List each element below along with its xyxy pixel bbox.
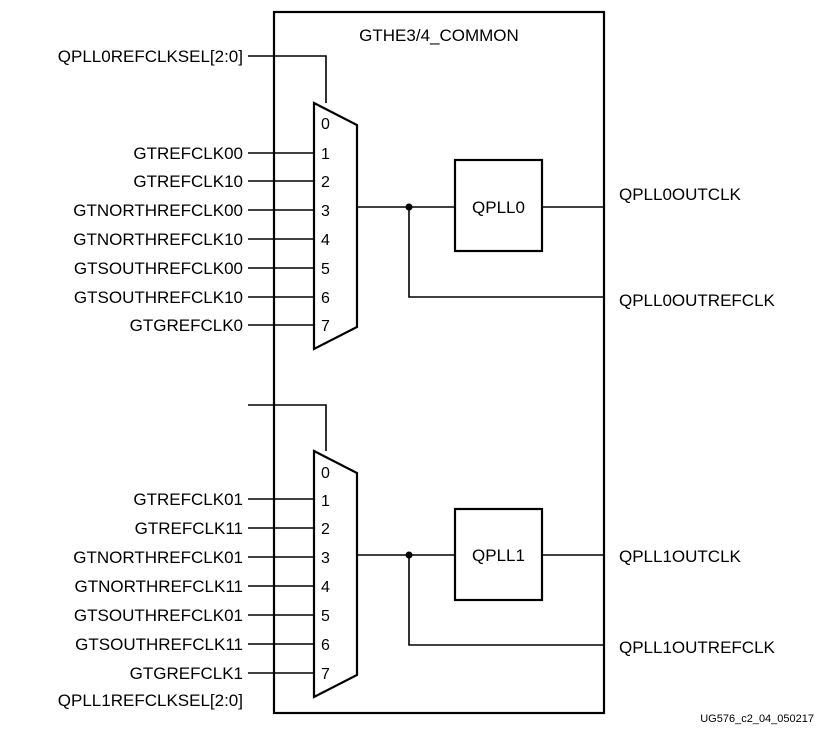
qpll0-block [453,158,544,253]
qpll0-mux-pin-6: 6 [321,290,330,307]
qpll0-mux-pin-7: 7 [321,318,330,335]
qpll1-input-label: GTSOUTHREFCLK11 [75,635,243,654]
qpll0-mux-pin-5: 5 [321,261,330,278]
qpll0-refclksel-label: QPLL0REFCLKSEL[2:0] [58,47,243,66]
qpll0-input-label: GTNORTHREFCLK10 [73,230,243,249]
qpll0-mux-pin-0: 0 [321,116,330,133]
qpll1-input-label: GTNORTHREFCLK11 [75,577,243,596]
qpll1-mux-pin-6: 6 [321,637,330,654]
qpll1-mux-pin-7: 7 [321,666,330,683]
qpll1-mux-pin-3: 3 [321,550,330,567]
qpll0-block-label: QPLL0 [472,198,525,217]
qpll1-input-label: GTNORTHREFCLK01 [73,548,243,567]
qpll1-mux-pin-5: 5 [321,608,330,625]
qpll1-mux-pin-2: 2 [321,521,330,538]
qpll0-input-label: GTREFCLK00 [133,144,243,163]
qpll1-mux-pin-0: 0 [321,465,330,482]
qpll1-refclksel-label: QPLL1REFCLKSEL[2:0] [58,691,243,710]
qpll0-input-label: GTSOUTHREFCLK00 [74,259,243,278]
qpll0-mux-pin-2: 2 [321,174,330,191]
qpll0-refclk-mux [312,101,359,351]
qpll1-input-label: GTSOUTHREFCLK01 [74,606,243,625]
figure-id: UG576_c2_04_050217 [700,713,814,725]
qpll1-outclk-label: QPLL1OUTCLK [619,547,742,566]
qpll1-section: 0 1 2 3 4 5 6 7 GTREFCLK01 GTREFCLK11 GT… [58,404,776,710]
qpll0-outrefclk-wire [408,207,604,298]
qpll1-input-label: GTREFCLK01 [133,490,243,509]
qpll0-mux-pin-3: 3 [321,203,330,220]
qpll1-sel-wire [248,404,327,451]
qpll0-outclk-label: QPLL0OUTCLK [619,185,742,204]
qpll0-input-label: GTSOUTHREFCLK10 [74,288,243,307]
qpll0-mux-pin-4: 4 [321,232,330,249]
qpll0-input-label: GTNORTHREFCLK00 [73,201,243,220]
qpll1-mux-pin-1: 1 [321,493,330,510]
qpll0-outrefclk-label: QPLL0OUTREFCLK [619,291,776,310]
qpll1-outrefclk-label: QPLL1OUTREFCLK [619,638,776,657]
qpll0-input-label: GTREFCLK10 [133,172,243,191]
qpll1-block [453,507,544,602]
qpll0-input-label: GTGREFCLK0 [130,316,243,335]
qpll1-refclk-mux [312,449,359,699]
qpll0-section: QPLL0REFCLKSEL[2:0] 0 1 2 3 4 5 6 7 GTRE… [58,47,776,351]
qpll1-input-label: GTREFCLK11 [135,519,243,538]
qpll1-input-label: GTGREFCLK1 [130,664,243,683]
qpll0-mux-pin-1: 1 [321,146,330,163]
qpll1-mux-pin-4: 4 [321,579,330,596]
qpll1-outrefclk-wire [408,555,604,646]
common-block-title: GTHE3/4_COMMON [359,26,519,45]
qpll0-sel-wire [248,55,327,103]
qpll1-block-label: QPLL1 [472,546,525,565]
